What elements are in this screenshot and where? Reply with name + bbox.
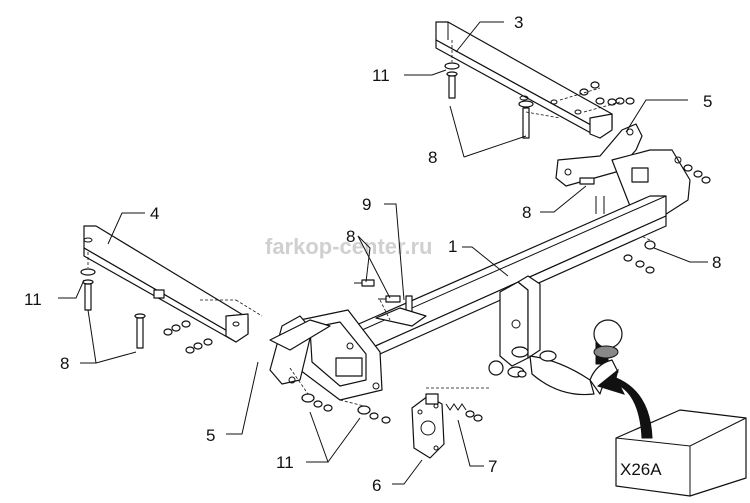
part-6-socket-plate	[411, 387, 490, 459]
label-part-8-top: 8	[428, 148, 437, 167]
ball-type-label: X26A	[620, 460, 662, 479]
label-part-6: 6	[372, 476, 381, 495]
label-part-11-bottom: 11	[276, 453, 294, 472]
callout-labels: 3 11 8 5 8 8 1 9 8 4 11 8 5 11 6 7	[24, 13, 721, 495]
label-part-9: 9	[362, 195, 371, 214]
label-part-11-left: 11	[24, 290, 42, 309]
part-5-right-fasteners	[579, 164, 711, 274]
label-part-8-mid-right: 8	[522, 203, 531, 222]
part-11-washers-lower	[289, 367, 391, 424]
part-3-fasteners	[559, 81, 635, 113]
label-part-8-center: 8	[346, 227, 355, 246]
leader-lines	[58, 21, 708, 485]
part-3-bracket	[435, 21, 613, 139]
label-part-5-right: 5	[703, 92, 712, 111]
part-8-bolts-top	[444, 40, 561, 139]
part-4-bracket	[83, 225, 249, 343]
curved-arrow-icon	[596, 368, 653, 439]
part-4-fasteners	[163, 299, 263, 354]
label-part-3: 3	[514, 13, 523, 32]
label-part-7: 7	[488, 457, 497, 476]
part-7-spring	[445, 403, 483, 422]
label-part-4: 4	[150, 204, 159, 223]
label-part-1: 1	[448, 237, 457, 256]
label-part-8-left: 8	[60, 354, 69, 373]
part-5-right-bracket	[555, 123, 691, 219]
watermark-text: farkop-center.ru	[265, 234, 433, 259]
part-1-hitch-tongue	[488, 275, 623, 396]
label-part-8-right: 8	[712, 253, 721, 272]
ball-type-box: X26A	[615, 409, 747, 497]
label-part-11-top: 11	[372, 66, 390, 85]
label-part-5-left: 5	[206, 426, 215, 445]
part-8-9-center-bolts	[354, 279, 427, 327]
